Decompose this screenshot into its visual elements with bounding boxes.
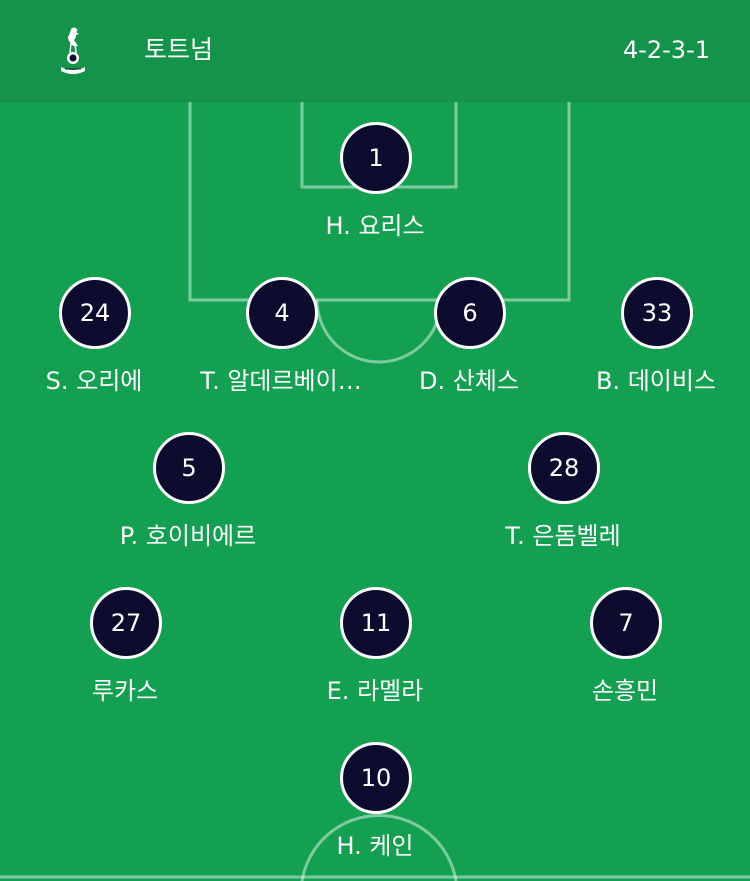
player-name: S. 오리에 [45,367,143,395]
player-number-badge: 7 [590,587,662,659]
player-name: D. 산체스 [419,367,519,395]
player-number-badge: 28 [528,432,600,504]
player-number-badge: 24 [59,277,131,349]
player-number-badge: 6 [434,277,506,349]
spurs-crest-icon [61,27,85,74]
lineup-header: 토트넘 4-2-3-1 [0,0,750,102]
player-name: 루카스 [91,677,159,705]
player-number-badge: 33 [621,277,693,349]
player-number-badge: 27 [90,587,162,659]
player-name: H. 케인 [336,832,414,860]
player-number-badge: 5 [153,432,225,504]
player-name: 손흥민 [591,677,659,705]
player-name: P. 호이비에르 [119,522,257,550]
player-name: H. 요리스 [325,212,425,240]
player-name: B. 데이비스 [595,367,717,395]
player-number-badge: 10 [340,742,412,814]
player-number-badge: 1 [340,122,412,194]
player-name: E. 라멜라 [326,677,424,705]
pitch-lines [0,102,750,881]
player-name: T. 알데르베이… [200,367,362,395]
formation-label: 4-2-3-1 [622,36,710,64]
player-number-badge: 4 [246,277,318,349]
player-number-badge: 11 [340,587,412,659]
pitch: 1 H. 요리스 24 S. 오리에 4 T. 알데르베이… 6 D. 산체스 … [0,102,750,881]
player-name: T. 은돔벨레 [505,522,621,550]
team-name: 토트넘 [144,35,214,64]
